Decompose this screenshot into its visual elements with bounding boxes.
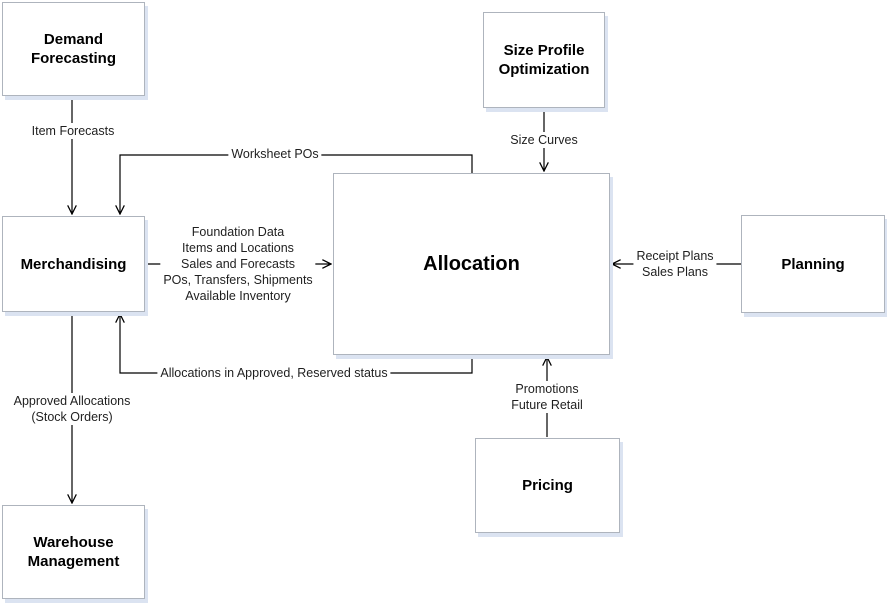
- edge-label-size-curves: Size Curves: [507, 132, 581, 148]
- node-label: Planning: [781, 255, 845, 273]
- edge-label-line: Receipt Plans: [636, 249, 714, 263]
- edge-label-item-forecasts: Item Forecasts: [28, 123, 118, 139]
- edge-label-pricing-outputs: Promotions Future Retail: [508, 381, 586, 413]
- node-label: Pricing: [522, 477, 573, 494]
- node-label: Size Profile Optimization: [498, 42, 590, 78]
- node-merchandising: Merchandising: [2, 216, 145, 312]
- edge-label-line: Sales and Forecasts: [181, 257, 295, 271]
- node-label: Demand Forecasting: [30, 31, 117, 67]
- edge-label-line: Sales Plans: [641, 265, 708, 279]
- edge-label-line: Available Inventory: [185, 289, 291, 303]
- edge-label-merchandising-outputs: Foundation Data Items and Locations Sale…: [160, 224, 316, 304]
- node-allocation: Allocation: [333, 173, 610, 355]
- edge-label-line: Foundation Data: [191, 225, 285, 239]
- edge-label-line: Promotions: [515, 382, 579, 396]
- node-warehouse-management: Warehouse Management: [2, 505, 145, 599]
- node-label: Warehouse Management: [27, 534, 120, 570]
- edge-label-line: Items and Locations: [182, 241, 294, 255]
- node-demand-forecasting: Demand Forecasting: [2, 2, 145, 96]
- edge-label-approved-allocations: Approved Allocations (Stock Orders): [10, 393, 134, 425]
- node-label: Allocation: [423, 253, 520, 275]
- edge-label-worksheet-pos: Worksheet POs: [228, 146, 322, 162]
- edge-label-line: POs, Transfers, Shipments: [163, 273, 313, 287]
- node-pricing: Pricing: [475, 438, 620, 533]
- edge-label-allocations-status: Allocations in Approved, Reserved status: [157, 365, 391, 381]
- edge-label-planning-outputs: Receipt Plans Sales Plans: [633, 248, 717, 280]
- node-size-profile-optimization: Size Profile Optimization: [483, 12, 605, 108]
- node-label: Merchandising: [20, 255, 127, 273]
- edge-label-line: (Stock Orders): [31, 410, 113, 424]
- edge-label-line: Future Retail: [511, 398, 583, 412]
- edge-label-line: Approved Allocations: [13, 394, 131, 408]
- node-planning: Planning: [741, 215, 885, 313]
